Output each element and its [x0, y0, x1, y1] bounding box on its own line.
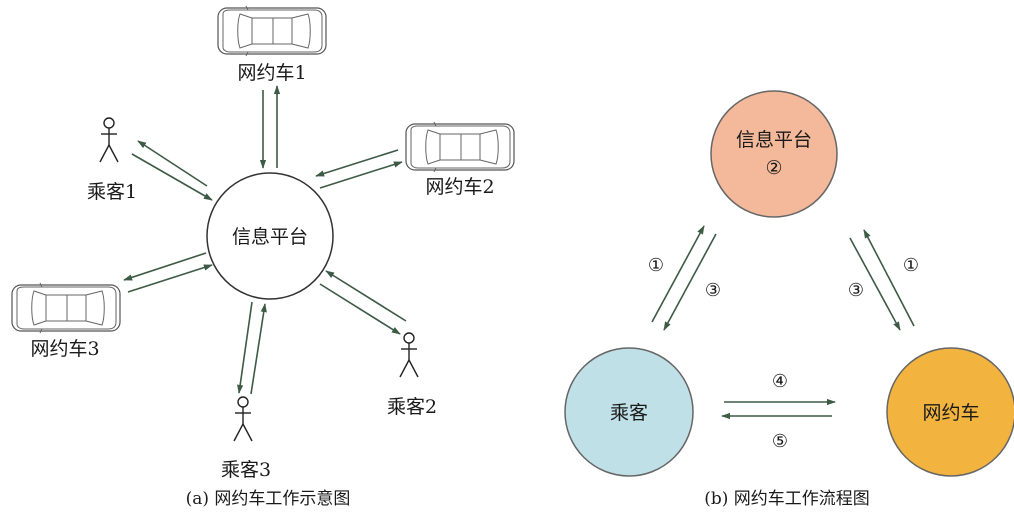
car-3-icon: [11, 282, 121, 334]
arrow-passenger2-to-platform: [325, 270, 407, 322]
platform-step-number: ②: [765, 157, 782, 179]
arrow-car-to-platform: [863, 229, 915, 327]
arrow-passenger3-to-platform: [250, 303, 267, 395]
step-5: ⑤: [772, 431, 788, 452]
arrow-car2-to-platform: [315, 149, 399, 177]
step-1-left: ①: [648, 255, 664, 276]
arrow-platform-to-passenger2: [319, 283, 401, 335]
arrow-passenger1-to-platform: [131, 153, 213, 201]
passenger-node: [564, 347, 694, 477]
step-4: ④: [772, 371, 788, 392]
platform-node: [710, 90, 838, 218]
arrow-platform-to-passenger3: [237, 301, 253, 394]
arrow-platform-to-passenger1: [137, 140, 208, 187]
car-1-icon: [217, 5, 327, 57]
car-1-label: 网约车1: [237, 62, 306, 84]
platform-circle-a: [206, 172, 334, 300]
car-node: [886, 347, 1014, 477]
car-node-label: 网约车: [922, 402, 979, 424]
step-1-right: ①: [903, 255, 919, 276]
diagram-b: 信息平台 ② 乘客 网约车 ① ③ ③ ① ④ ⑤ (b) 网约车工作流程图: [564, 90, 1014, 509]
arrow-passenger-to-platform: [651, 225, 705, 323]
diagram-a: 信息平台 网约车1 网约车2 网约车3 乘客1 乘客2 乘客3 (a) 网约车工…: [11, 5, 515, 509]
passenger-1-label: 乘客1: [87, 181, 137, 203]
caption-a: (a) 网约车工作示意图: [186, 489, 351, 509]
passenger-2-label: 乘客2: [387, 396, 437, 418]
arrow-platform-to-car3: [123, 252, 207, 281]
arrow-platform-to-passenger: [663, 233, 717, 331]
platform-node-label: 信息平台: [736, 129, 812, 151]
caption-b: (b) 网约车工作流程图: [704, 489, 870, 509]
passenger-2-icon: [399, 332, 419, 378]
step-3-right: ③: [848, 280, 864, 301]
car-3-label: 网约车3: [30, 338, 99, 360]
arrow-car3-to-platform: [127, 264, 213, 293]
arrow-platform-to-car2: [319, 161, 403, 189]
step-3-left: ③: [705, 280, 721, 301]
car-2-icon: [405, 121, 515, 173]
arrow-platform-to-car: [849, 237, 901, 331]
car-2-label: 网约车2: [425, 176, 494, 198]
platform-label-a: 信息平台: [232, 226, 308, 248]
passenger-1-icon: [99, 117, 119, 163]
passenger-node-label: 乘客: [610, 402, 648, 424]
passenger-3-icon: [233, 396, 253, 442]
passenger-3-label: 乘客3: [221, 459, 271, 481]
